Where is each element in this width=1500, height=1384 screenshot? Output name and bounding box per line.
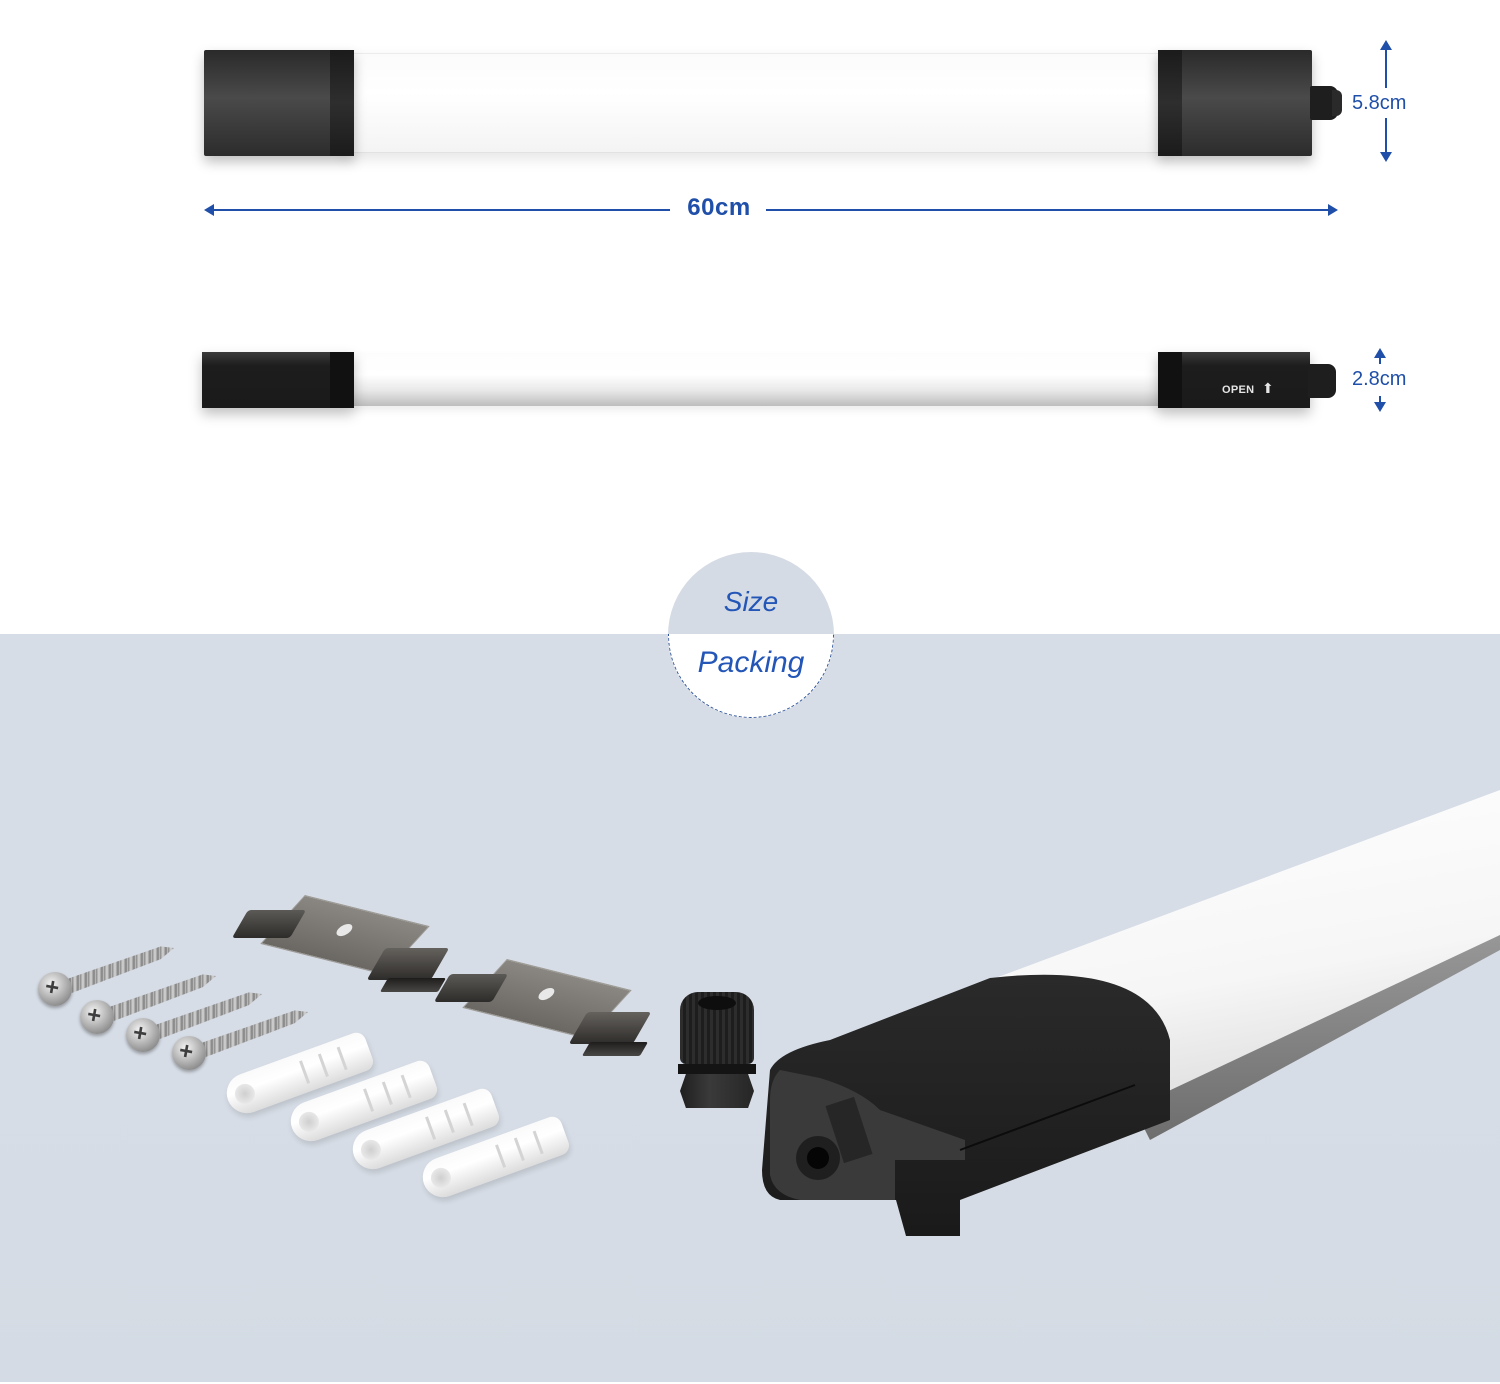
screw bbox=[172, 1030, 342, 1076]
lamp-side-view: OPEN ⬆ bbox=[202, 352, 1362, 412]
lamp-top-view bbox=[204, 50, 1364, 158]
cable-gland bbox=[678, 992, 758, 1112]
mounting-clip bbox=[231, 894, 450, 996]
cable-gland-icon bbox=[1310, 86, 1342, 120]
lamp-endcap-left-side bbox=[202, 352, 354, 408]
lamp-endcap-right-side: OPEN ⬆ bbox=[1158, 352, 1310, 408]
arrow-up-icon: ⬆ bbox=[1262, 380, 1274, 396]
arrow-right-icon bbox=[1328, 204, 1338, 216]
arrow-left-icon bbox=[204, 204, 214, 216]
screw bbox=[126, 1012, 296, 1058]
mounting-clip bbox=[433, 958, 652, 1060]
lamp-endcap-left bbox=[204, 50, 354, 156]
cable-gland-icon bbox=[1308, 364, 1336, 398]
size-section: 60cm 5.8cm OPEN ⬆ 2.8cm bbox=[0, 0, 1500, 634]
lamp-diffuser bbox=[344, 53, 1164, 153]
length-label: 60cm bbox=[687, 194, 751, 221]
open-marking: OPEN bbox=[1222, 384, 1255, 396]
screw bbox=[38, 966, 208, 1012]
arrow-up-icon bbox=[1374, 348, 1386, 358]
packing-label: Packing bbox=[697, 646, 805, 679]
arrow-down-icon bbox=[1380, 152, 1392, 162]
length-dimension: 60cm bbox=[204, 194, 1338, 221]
width-label: 5.8cm bbox=[1352, 92, 1407, 114]
size-label: Size bbox=[723, 586, 779, 617]
section-badge: Size Packing bbox=[668, 552, 834, 718]
screw bbox=[80, 994, 250, 1040]
height-dimension: 2.8cm bbox=[1352, 348, 1454, 412]
lamp-diffuser-side bbox=[352, 354, 1162, 406]
arrow-up-icon bbox=[1380, 40, 1392, 50]
height-label: 2.8cm bbox=[1352, 368, 1407, 390]
width-dimension: 5.8cm bbox=[1352, 40, 1460, 162]
lamp-endcap-right bbox=[1158, 50, 1312, 156]
arrow-down-icon bbox=[1374, 402, 1386, 412]
